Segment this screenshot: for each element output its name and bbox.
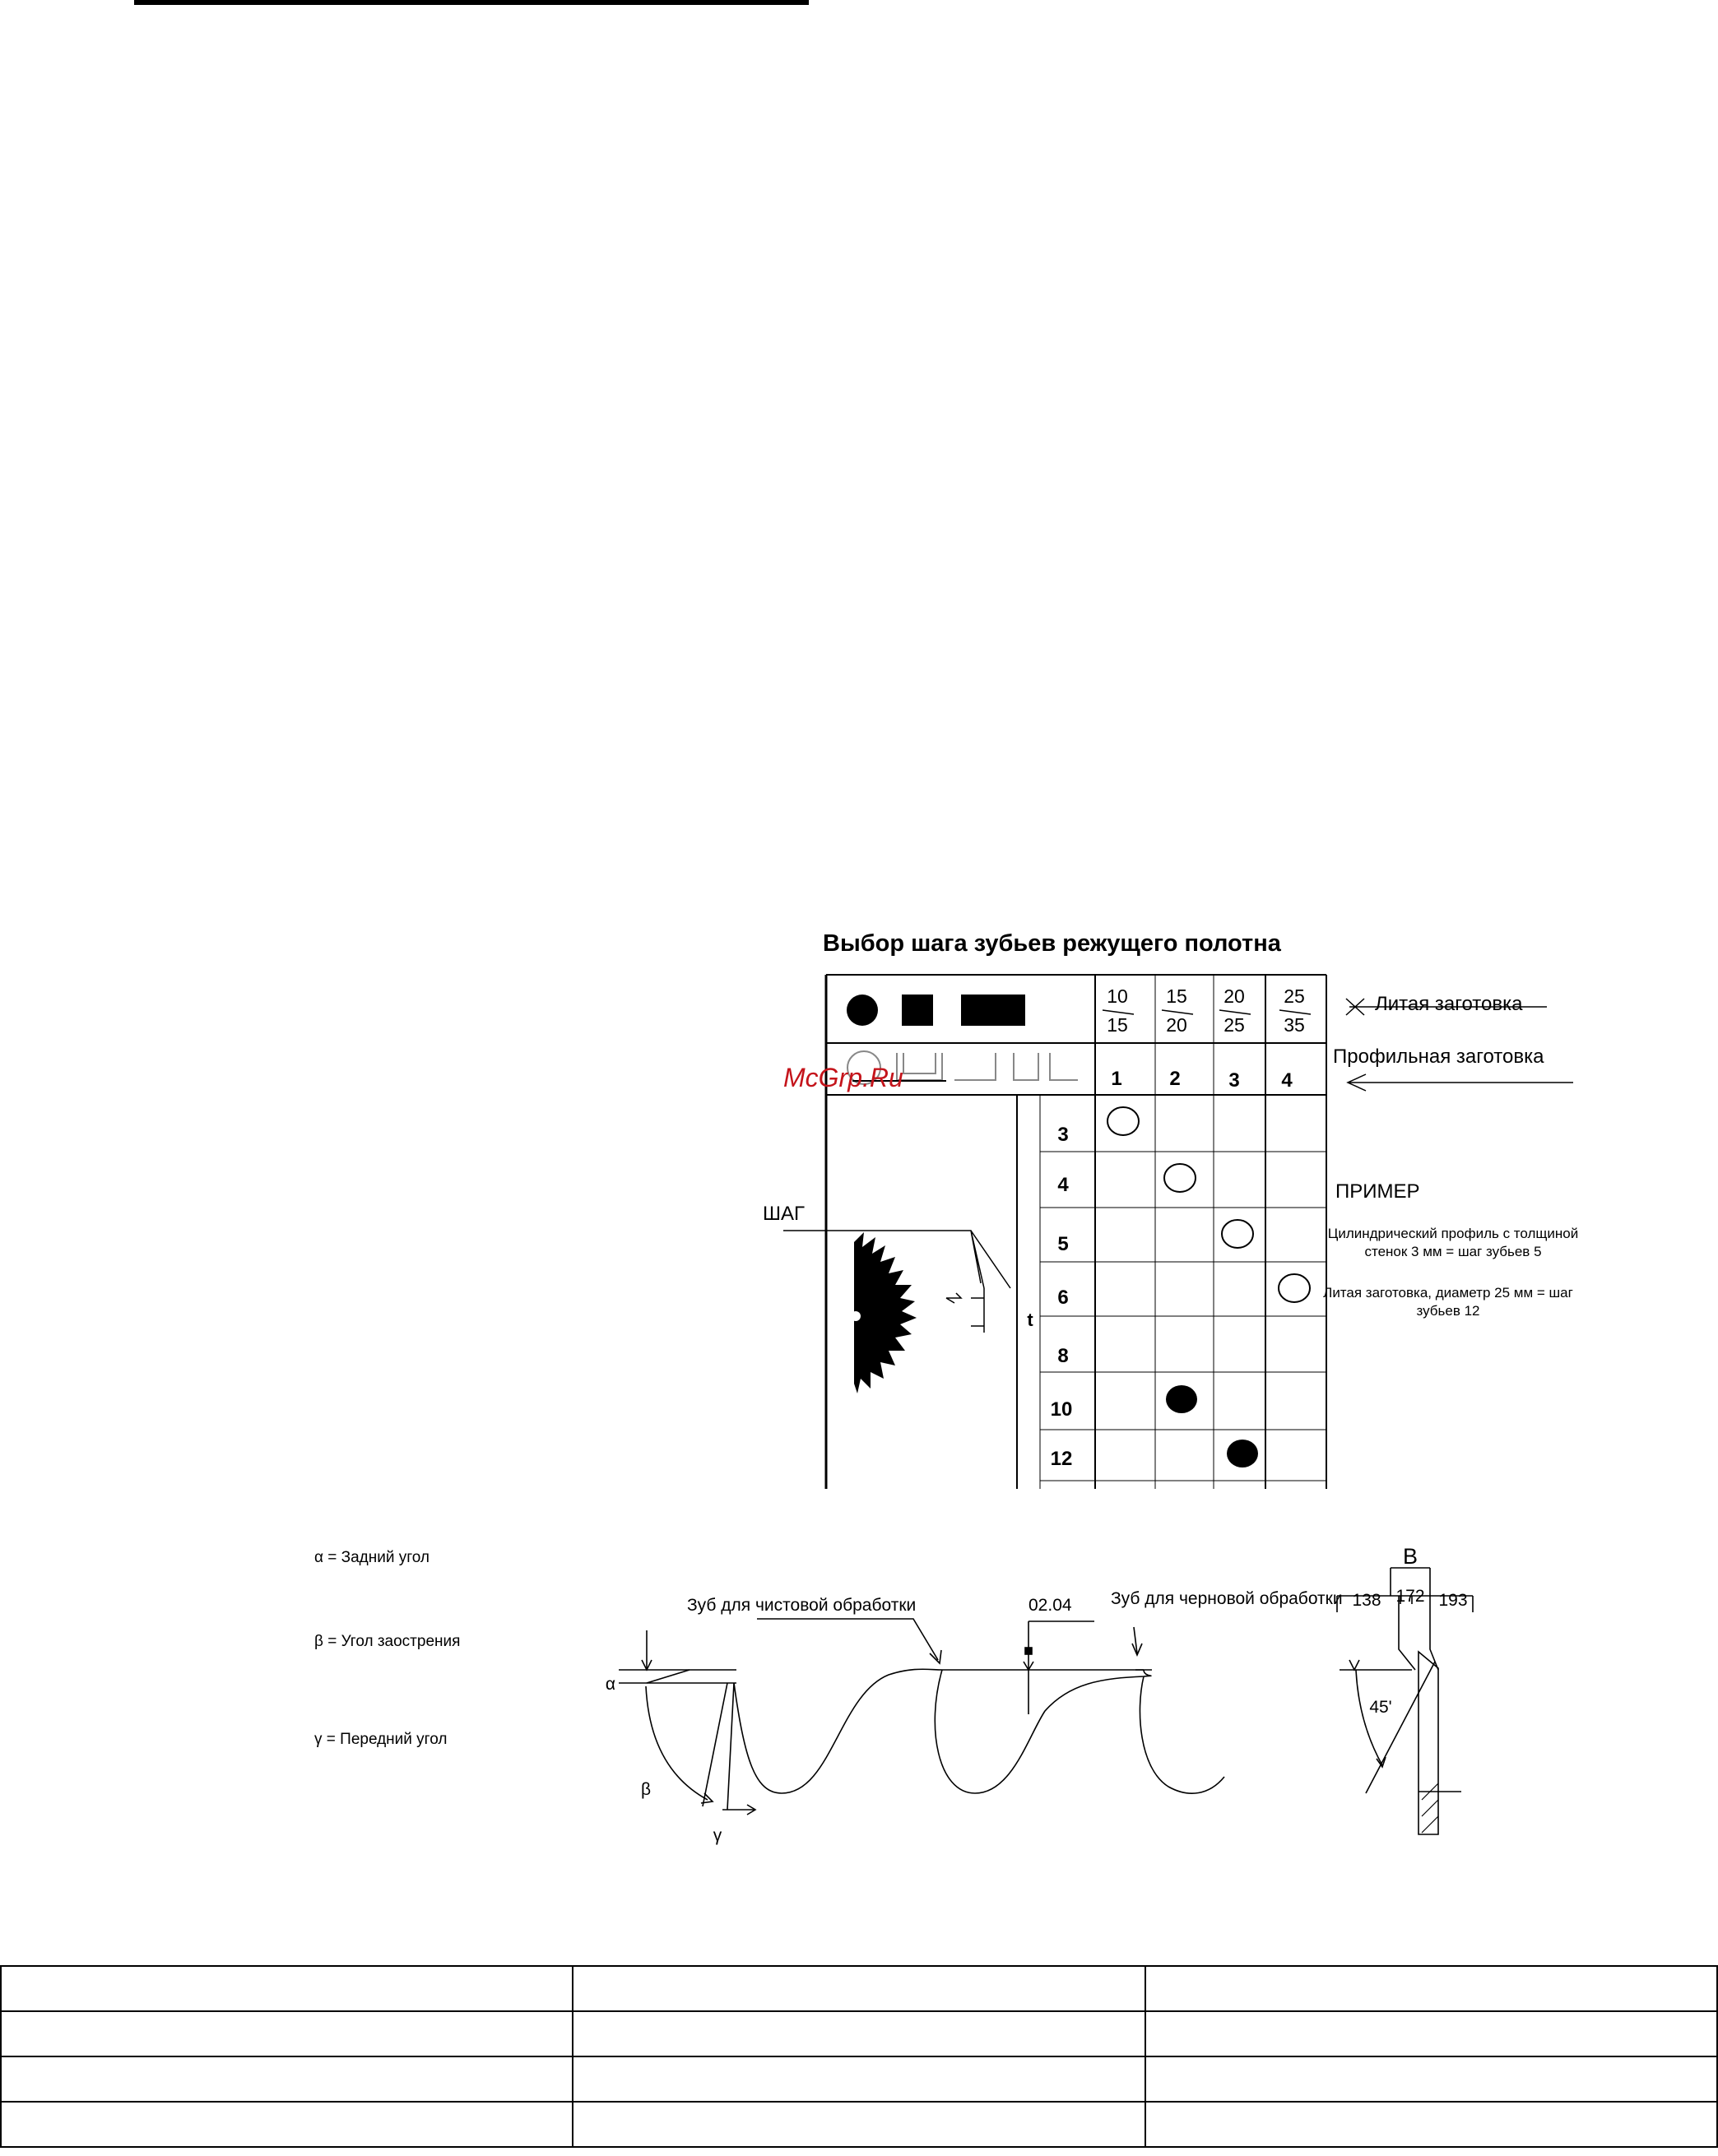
square-bar-icon (902, 995, 933, 1026)
step-label: ШАГ (763, 1203, 805, 1225)
selection-table-frame (824, 974, 1327, 1489)
tooth-profile-diagram (619, 1618, 1225, 1815)
example-text-1: Цилиндрический профиль с толщиной стенок… (1327, 1226, 1579, 1259)
cast-range-2-top: 15 (1166, 985, 1187, 1007)
legend-alpha-symbol: α (314, 1549, 323, 1566)
legend-alpha-text: Задний угол (341, 1549, 430, 1566)
channel-profile-icon (896, 1053, 943, 1081)
table-cell (0, 2010, 574, 2057)
table-cell (0, 1965, 574, 2012)
top-rule (134, 0, 809, 5)
cast-range-2-bottom: 20 (1166, 1014, 1187, 1036)
alpha-label: α (606, 1675, 615, 1694)
gamma-label: γ (713, 1826, 722, 1845)
dim-193: 193 (1438, 1591, 1467, 1610)
table-row (0, 1965, 1718, 2012)
flat-bar-icon (961, 995, 1025, 1026)
open-mark-3-1 (1107, 1106, 1140, 1136)
table-cell (0, 2056, 574, 2103)
table-cell (1144, 2056, 1718, 2103)
angle-label: 45' (1369, 1698, 1391, 1717)
legend-beta-symbol: β (314, 1633, 323, 1650)
angle-arc (1355, 1669, 1383, 1766)
profile-col-3: 3 (1228, 1069, 1239, 1092)
beta-arc (645, 1685, 708, 1801)
open-mark-5-3 (1221, 1219, 1254, 1249)
cast-range-4-bottom: 35 (1284, 1014, 1305, 1036)
page-title: Выбор шага зубьев режущего полотна (823, 930, 1281, 957)
pitch-row-5: 5 (1057, 1233, 1068, 1255)
table-cell (1144, 2101, 1718, 2148)
profile-blank-arrow (1346, 1073, 1573, 1092)
bottom-table (0, 1965, 1718, 2148)
offset-value: 02.04 (1028, 1596, 1072, 1615)
profile-blank-label: Профильная заготовка (1333, 1046, 1544, 1068)
pitch-row-3: 3 (1057, 1124, 1068, 1146)
profile-shapes (847, 1050, 1078, 1085)
pitch-row-10: 10 (1051, 1398, 1073, 1421)
example-heading: ПРИМЕР (1335, 1180, 1420, 1203)
watermark: McGrp.Ru (783, 1063, 903, 1092)
pitch-row-8: 8 (1057, 1345, 1068, 1367)
table-cell (572, 2010, 1146, 2057)
step-indicator (783, 1230, 1011, 1333)
pitch-row-6: 6 (1057, 1287, 1068, 1309)
cast-range-3-top: 20 (1223, 985, 1245, 1007)
cast-range-1-top: 10 (1107, 985, 1128, 1007)
table-cell (572, 1965, 1146, 2012)
table-cell (0, 2101, 574, 2148)
profile-col-4: 4 (1281, 1069, 1293, 1092)
legend-alpha: α = Задний угол (314, 1549, 430, 1566)
legend-beta: β = Угол заострения (314, 1633, 461, 1650)
finish-tooth-label: Зуб для чистовой обработки (687, 1596, 916, 1615)
beta-label: β (641, 1780, 651, 1799)
filled-mark-10-2 (1166, 1385, 1197, 1413)
table-cell (572, 2056, 1146, 2103)
table-row (0, 2101, 1718, 2148)
filled-mark-12-3 (1227, 1440, 1258, 1467)
blade-section (1336, 1567, 1474, 1835)
pitch-axis-label: t (1027, 1310, 1033, 1330)
table-cell (572, 2101, 1146, 2148)
l-profile-icon (1049, 1053, 1078, 1081)
rough-tooth-label: Зуб для черновой обработки (1111, 1589, 1343, 1608)
cast-range-3-bottom: 25 (1223, 1014, 1245, 1036)
table-row (0, 2056, 1718, 2103)
legend-gamma-symbol: γ (314, 1731, 323, 1748)
pitch-row-12: 12 (1051, 1448, 1073, 1470)
cast-range-4-top: 25 (1284, 985, 1305, 1007)
profile-col-1: 1 (1111, 1068, 1121, 1090)
table-row (0, 2010, 1718, 2057)
legend-beta-text: Угол заострения (341, 1633, 461, 1650)
angle-profile-icon (954, 1053, 996, 1081)
legend-gamma-text: Передний угол (340, 1731, 448, 1748)
open-mark-6-4 (1278, 1273, 1311, 1303)
saw-blade-icon (851, 1232, 917, 1393)
profile-col-2: 2 (1169, 1068, 1180, 1090)
dim-138: 138 (1352, 1591, 1381, 1610)
open-mark-4-2 (1163, 1163, 1196, 1193)
cast-blank-label: Литая заготовка (1375, 993, 1523, 1015)
pitch-row-4: 4 (1057, 1174, 1069, 1196)
round-bar-icon (847, 995, 878, 1026)
table-cell (1144, 2010, 1718, 2057)
u-profile-icon (1013, 1053, 1039, 1081)
example-text-2: Литая заготовка, диаметр 25 мм = шаг зуб… (1323, 1285, 1573, 1319)
cast-range-1-bottom: 15 (1107, 1014, 1128, 1036)
tube-profile-icon (847, 1050, 881, 1085)
legend-gamma: γ = Передний угол (314, 1731, 448, 1748)
b-dimension-label: B (1403, 1544, 1418, 1569)
table-cell (1144, 1965, 1718, 2012)
dim-172: 172 (1395, 1587, 1424, 1606)
cast-blank-arrow (1345, 998, 1547, 1016)
